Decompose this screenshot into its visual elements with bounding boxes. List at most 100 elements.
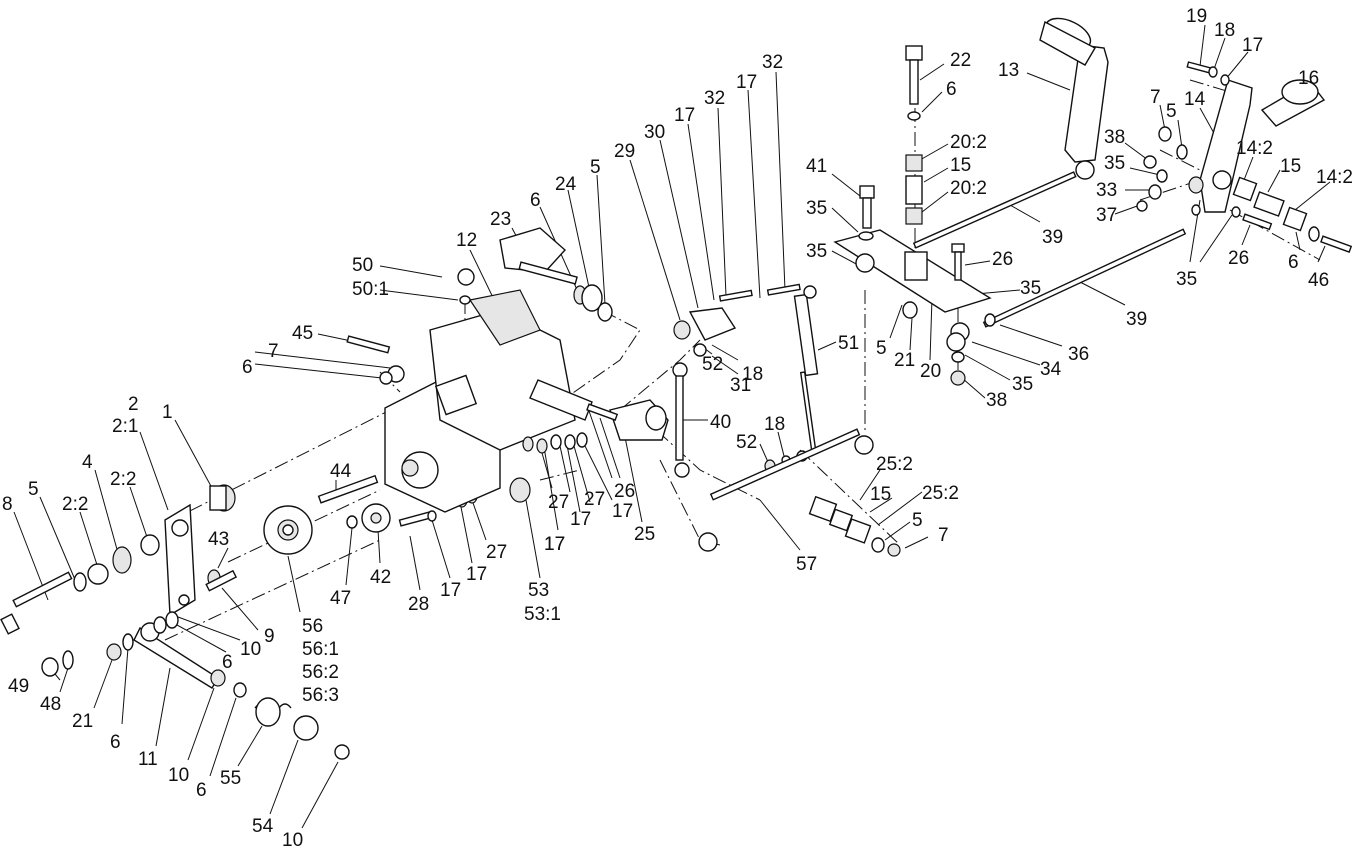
shaft-44 — [317, 474, 379, 504]
callout-47: 47 — [330, 588, 351, 609]
callout-20-2: 20:2 — [950, 178, 987, 199]
callout-17: 17 — [1242, 35, 1263, 56]
callout-6: 6 — [946, 79, 957, 100]
bolts-32 — [718, 283, 801, 302]
fittings-27-17 — [509, 432, 588, 503]
washers-5-2-2 — [73, 534, 160, 592]
callout-45: 45 — [292, 323, 313, 344]
callout-7: 7 — [268, 341, 279, 362]
rod-57 — [698, 428, 874, 552]
bolt-45 — [346, 335, 405, 385]
bolt-22 — [905, 45, 923, 225]
callout-35: 35 — [1012, 374, 1033, 395]
callout-24: 24 — [555, 174, 577, 195]
callout-56-2: 56:2 — [302, 662, 339, 683]
callout-48: 48 — [40, 694, 61, 715]
callout-17: 17 — [466, 564, 487, 585]
callout-38: 38 — [1104, 127, 1125, 148]
callout-5: 5 — [912, 510, 923, 531]
callout-17: 17 — [612, 501, 633, 522]
callout-44: 44 — [330, 461, 352, 482]
callout-51: 51 — [838, 333, 859, 354]
callout-53-1: 53:1 — [524, 604, 561, 625]
callout-52: 52 — [702, 354, 723, 375]
idler-arm-11 — [133, 622, 219, 689]
callout-20-2: 20:2 — [950, 132, 987, 153]
callout-35: 35 — [1020, 278, 1041, 299]
callout-52: 52 — [736, 432, 757, 453]
callout-26: 26 — [1228, 248, 1249, 269]
callout-38: 38 — [986, 390, 1007, 411]
spacer-1 — [209, 484, 236, 512]
callout-2-2: 2:2 — [62, 494, 88, 515]
callout-5: 5 — [28, 479, 39, 500]
callout-2-1: 2:1 — [112, 416, 138, 437]
callout-20: 20 — [920, 361, 941, 382]
callout-31: 31 — [730, 375, 751, 396]
callout-54: 54 — [252, 816, 274, 837]
callout-25-2: 25:2 — [922, 483, 959, 504]
link-40 — [672, 362, 690, 478]
callout-6: 6 — [1288, 252, 1299, 273]
callout-18: 18 — [1214, 20, 1235, 41]
callout-2: 2 — [128, 394, 139, 415]
callout-25: 25 — [634, 524, 655, 545]
callout-17: 17 — [570, 509, 591, 530]
bolt-23-washers — [518, 261, 613, 322]
callout-22: 22 — [950, 50, 971, 71]
callout-55: 55 — [220, 768, 241, 789]
callout-7: 7 — [938, 525, 949, 546]
callout-23: 23 — [490, 209, 511, 230]
bracket-2 — [164, 503, 196, 617]
callout-35: 35 — [806, 198, 827, 219]
callout-32: 32 — [704, 88, 725, 109]
callout-5: 5 — [590, 157, 601, 178]
spring-55 — [254, 697, 292, 727]
callout-37: 37 — [1096, 205, 1117, 226]
callout-26: 26 — [992, 249, 1013, 270]
callout-6: 6 — [530, 190, 541, 211]
callout-12: 12 — [456, 230, 477, 251]
callout-15: 15 — [870, 484, 891, 505]
callout-14-2: 14:2 — [1236, 138, 1273, 159]
callout-17: 17 — [440, 580, 461, 601]
callout-6: 6 — [222, 652, 233, 673]
callout-18: 18 — [764, 414, 785, 435]
callout-2-2: 2:2 — [110, 469, 136, 490]
callout-18: 18 — [742, 364, 763, 385]
callout-27: 27 — [548, 492, 569, 513]
callout-56: 56 — [302, 616, 323, 637]
callout-19: 19 — [1186, 6, 1207, 27]
callout-labels: 8 5 2:2 4 2:2 2 2:1 1 6 7 45 50 50:1 12 … — [2, 6, 1353, 851]
callout-40: 40 — [710, 412, 731, 433]
callout-7: 7 — [1150, 87, 1161, 108]
gas-strut-51 — [764, 285, 819, 473]
callout-39: 39 — [1126, 309, 1147, 330]
callout-14-2: 14:2 — [1316, 167, 1353, 188]
callout-46: 46 — [1308, 270, 1329, 291]
callout-21: 21 — [72, 711, 93, 732]
callout-43: 43 — [208, 529, 229, 550]
callout-39: 39 — [1042, 227, 1063, 248]
callout-27: 27 — [584, 489, 605, 510]
callout-17: 17 — [544, 534, 565, 555]
sprocket-56 — [263, 505, 313, 555]
callout-5: 5 — [876, 338, 887, 359]
callout-6: 6 — [242, 357, 253, 378]
bushings-25-2-15 — [808, 495, 901, 557]
bolt-41 — [858, 185, 875, 241]
callout-56-1: 56:1 — [302, 639, 339, 660]
callout-17: 17 — [544, 534, 565, 555]
pedal-13 — [1039, 17, 1109, 180]
callout-17: 17 — [736, 72, 757, 93]
callout-28: 28 — [408, 594, 429, 615]
callout-42: 42 — [370, 567, 391, 588]
callout-16: 16 — [1298, 68, 1319, 89]
callout-29: 29 — [614, 141, 635, 162]
callout-41: 41 — [806, 156, 827, 177]
callout-36: 36 — [1068, 344, 1089, 365]
callout-14: 14 — [1184, 89, 1206, 110]
callout-27: 27 — [486, 542, 507, 563]
pedal-14 — [1199, 79, 1326, 213]
